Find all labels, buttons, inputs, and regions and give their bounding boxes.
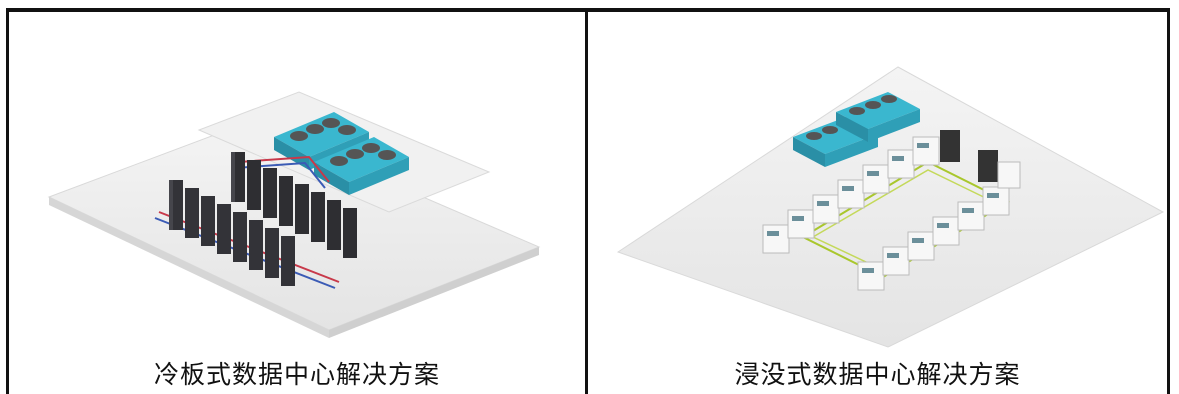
cdu-units	[940, 130, 998, 182]
floor-slab	[616, 66, 1165, 348]
rack-row-back	[231, 152, 357, 258]
hot-pipe	[238, 155, 330, 183]
panel-immersion: 浸没式数据中心解决方案	[588, 12, 1167, 394]
floor-slab-edge	[329, 247, 539, 338]
dry-cooler-2	[314, 137, 409, 195]
immersion-illustration	[616, 66, 1165, 348]
tank-screens	[767, 143, 999, 273]
dry-cooler-2	[836, 92, 920, 142]
panel-cold-plate: 冷板式数据中心解决方案	[9, 12, 585, 394]
floor-slab-edge	[49, 197, 329, 338]
comparison-table	[6, 8, 1170, 394]
column-divider	[585, 8, 588, 394]
caption-cold-plate: 冷板式数据中心解决方案	[153, 360, 440, 389]
caption-immersion: 浸没式数据中心解决方案	[734, 360, 1021, 389]
cold-plate-illustration	[47, 91, 541, 338]
immersion-tanks	[762, 136, 1021, 291]
